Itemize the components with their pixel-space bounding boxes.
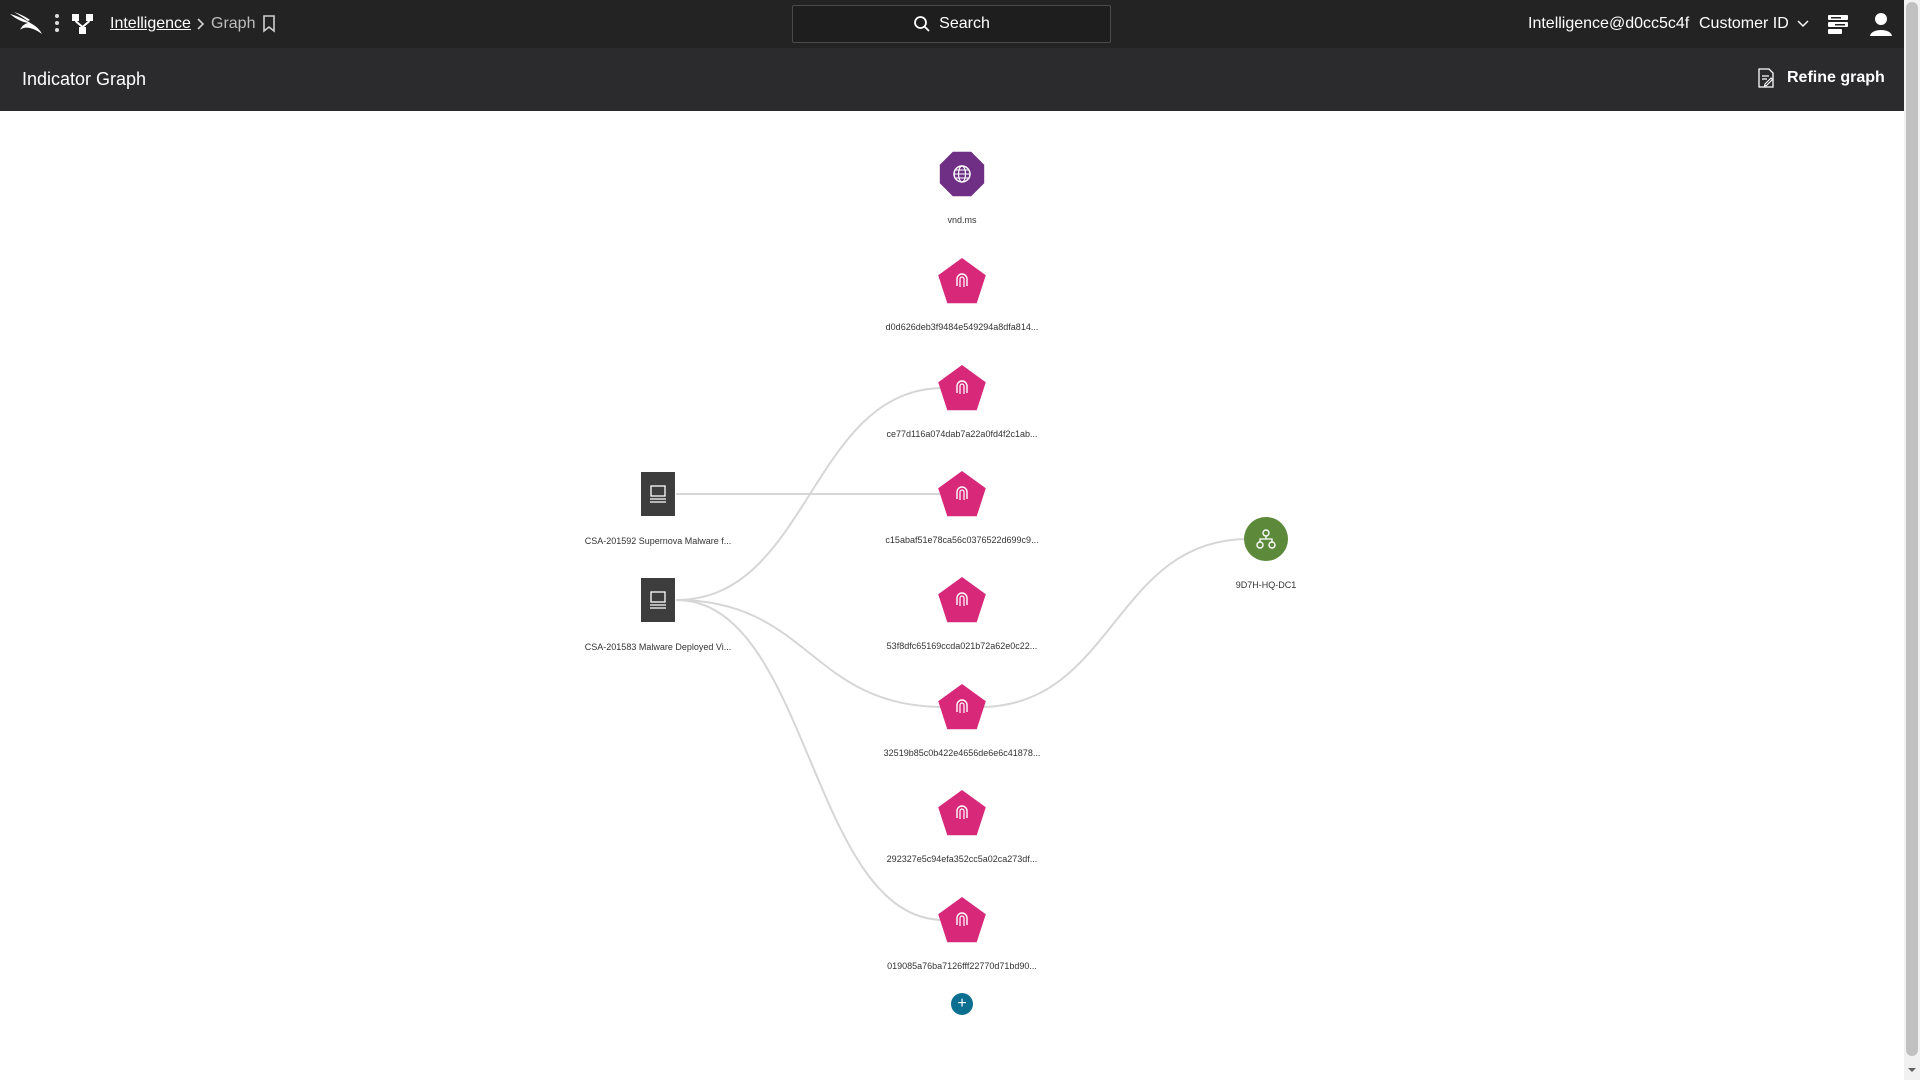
scrollbar-thumb[interactable] [1906, 2, 1918, 1056]
page-title: Indicator Graph [22, 69, 147, 89]
top-navigation-bar: Intelligence Graph Search Intelligence@d… [0, 0, 1904, 48]
bookmark-icon[interactable] [262, 15, 276, 33]
graph-node-hash[interactable] [938, 897, 986, 943]
report-icon [650, 485, 666, 503]
graph-node-hash[interactable] [938, 258, 986, 304]
customer-id-label: Customer ID [1699, 15, 1789, 32]
graph-node-hash[interactable] [938, 471, 986, 517]
fingerprint-icon [956, 273, 968, 287]
graph-edge [979, 538, 1249, 708]
chevron-down-icon [1797, 20, 1809, 28]
graph-edge [675, 599, 945, 708]
fingerprint-icon [956, 699, 968, 713]
globe-icon [953, 165, 971, 183]
node-label: ce77d116a074dab7a22a0fd4f2c1ab... [886, 429, 1038, 439]
search-icon [914, 16, 930, 32]
user-profile-icon[interactable] [1869, 11, 1893, 37]
customer-id-dropdown[interactable]: Customer ID [1699, 15, 1809, 33]
graph-node-host[interactable] [1244, 517, 1288, 561]
user-account-label[interactable]: Intelligence@d0cc5c4f [1528, 15, 1690, 32]
graph-node-hash[interactable] [938, 577, 986, 623]
graph-node-domain[interactable] [939, 151, 985, 197]
graph-node-report[interactable] [641, 472, 675, 516]
fingerprint-icon [956, 380, 968, 394]
search-button[interactable]: Search [792, 5, 1111, 43]
refine-graph-button[interactable]: Refine graph [1757, 68, 1885, 88]
more-menu-icon[interactable] [52, 12, 62, 36]
host-network-icon [1256, 529, 1276, 549]
graph-app-icon[interactable] [71, 12, 95, 36]
node-label: 292327e5c94efa352cc5a02ca273df... [886, 854, 1038, 864]
graph-node-report[interactable] [641, 578, 675, 622]
fingerprint-icon [956, 912, 968, 926]
fingerprint-icon [956, 592, 968, 606]
node-label: vnd.ms [947, 215, 977, 225]
node-label: 53f8dfc65169ccda021b72a62e0c22... [886, 641, 1038, 651]
graph-edge [675, 599, 945, 921]
add-node-button[interactable]: + [951, 993, 973, 1015]
node-label: CSA-201592 Supernova Malware f... [584, 536, 732, 546]
graph-svg [641, 151, 1288, 943]
graph-node-hash[interactable] [938, 684, 986, 730]
search-label: Search [939, 15, 990, 32]
page-header [0, 48, 1904, 111]
node-label: c15abaf51e78ca56c0376522d699c9... [885, 535, 1039, 545]
edit-document-icon [1758, 68, 1774, 88]
node-label: d0d626deb3f9484e549294a8dfa814... [885, 322, 1039, 332]
breadcrumb-current: Graph [211, 15, 256, 32]
breadcrumb-intelligence-link[interactable]: Intelligence [110, 15, 191, 32]
node-label: 019085a76ba7126fff22770d71bd90... [887, 961, 1037, 971]
notifications-icon[interactable] [1826, 12, 1850, 36]
refine-graph-label: Refine graph [1787, 69, 1885, 86]
graph-node-hash[interactable] [938, 365, 986, 411]
node-label: 32519b85c0b422e4656de6e6c41878... [883, 748, 1041, 758]
fingerprint-icon [956, 486, 968, 500]
node-label: CSA-201583 Malware Deployed Vi... [584, 642, 732, 652]
falcon-logo-icon[interactable] [8, 10, 44, 38]
fingerprint-icon [956, 805, 968, 819]
indicator-graph-canvas[interactable]: vnd.ms d0d626deb3f9484e549294a8dfa814... c… [0, 111, 1904, 1080]
chevron-right-icon [197, 18, 205, 30]
graph-node-hash[interactable] [938, 790, 986, 836]
graph-edge [675, 387, 945, 601]
node-label: 9D7H-HQ-DC1 [1235, 580, 1297, 590]
report-icon [650, 591, 666, 609]
scroll-down-arrow-icon[interactable] [1906, 1064, 1918, 1076]
